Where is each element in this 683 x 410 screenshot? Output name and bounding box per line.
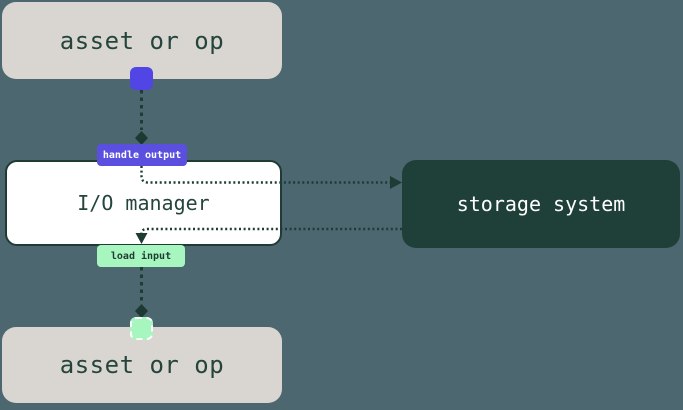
node-asset-or-op-top: asset or op — [2, 2, 282, 79]
node-asset-or-op-top-label: asset or op — [59, 26, 225, 55]
arrowhead-down-load-input — [135, 233, 148, 244]
edge-badge-handle-output-label: handle output — [102, 149, 182, 161]
arrowhead-right-storage — [390, 176, 402, 189]
input-handle-square — [130, 317, 153, 340]
wire-to-storage — [140, 166, 390, 184]
node-io-manager: I/O manager — [5, 160, 282, 246]
diamond-marker-output — [135, 131, 148, 145]
edge-badge-load-input-label: load input — [110, 250, 172, 262]
output-handle-square — [130, 67, 153, 90]
node-asset-or-op-bottom-label: asset or op — [59, 351, 225, 379]
node-storage-system: storage system — [402, 160, 680, 248]
edge-badge-handle-output: handle output — [97, 144, 187, 166]
node-storage-system-label: storage system — [456, 192, 626, 216]
edge-badge-load-input: load input — [97, 245, 185, 267]
node-io-manager-label: I/O manager — [77, 191, 210, 215]
wire-from-storage — [140, 227, 402, 234]
diamond-marker-input — [135, 304, 148, 318]
